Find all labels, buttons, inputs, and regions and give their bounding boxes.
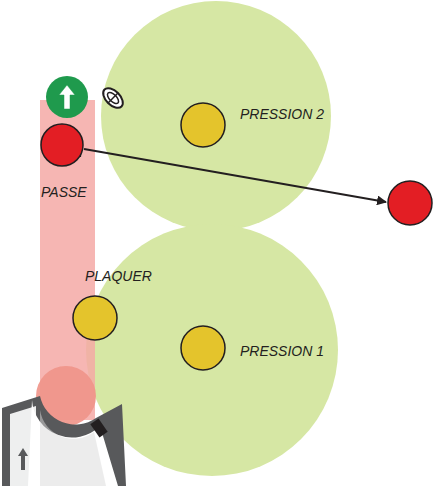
player-label: PLAQUER — [85, 268, 152, 284]
passer-player: PASSE — [40, 123, 84, 167]
gate-symbol — [2, 396, 126, 486]
player-label: PRESSION 1 — [240, 343, 324, 359]
tackler-player: PLAQUER — [72, 295, 118, 341]
player-circle — [180, 102, 226, 148]
player-circle — [40, 123, 84, 167]
player-label: PRESSION 2 — [240, 106, 324, 122]
pass-arrow — [80, 141, 386, 202]
player-label: PASSE — [41, 184, 87, 200]
player-circle — [72, 295, 118, 341]
direction-cone — [46, 76, 88, 118]
zone-circle — [101, 1, 331, 231]
rugby-ball — [100, 85, 127, 112]
player-disc — [73, 296, 117, 340]
player-disc — [181, 326, 225, 370]
player-disc — [181, 103, 225, 147]
player-disc — [41, 124, 83, 166]
player-circle — [180, 325, 226, 371]
zone-circle — [86, 224, 338, 476]
pressure-player: PRESSION 1 — [180, 325, 226, 371]
receiver-player — [388, 181, 432, 225]
pressure-player: PRESSION 2 — [180, 102, 226, 148]
